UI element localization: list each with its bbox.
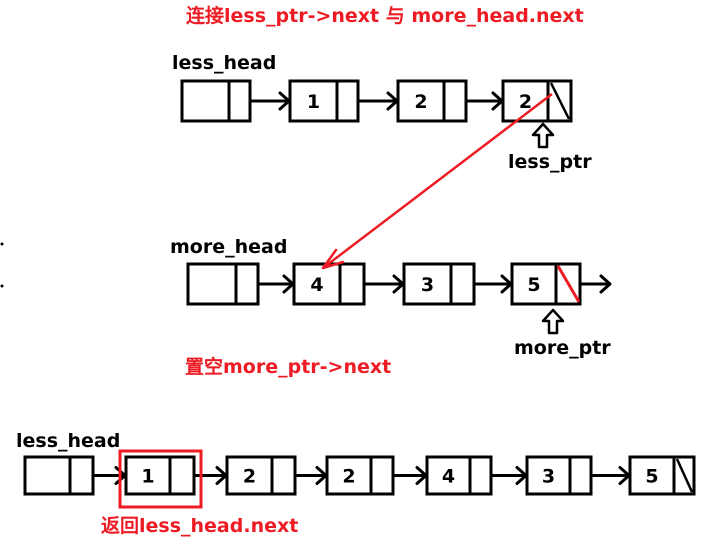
less-list-row: 1 2 2 <box>180 79 573 123</box>
node-value: 4 <box>442 466 455 488</box>
node-box <box>23 455 95 496</box>
node-box <box>402 262 476 306</box>
more-head-label: more_head <box>170 236 287 258</box>
connect-arrowhead-icon <box>321 248 345 270</box>
list-node: 2 <box>225 455 328 496</box>
list-node: 4 <box>425 455 528 496</box>
less-ptr-arrow-icon <box>531 122 555 149</box>
arrowhead-icon <box>599 274 612 294</box>
node-box <box>525 455 593 496</box>
less-ptr-label: less_ptr <box>508 151 592 173</box>
edge-mark <box>0 242 4 246</box>
node-value: 4 <box>310 274 323 296</box>
connect-arrow-line <box>322 93 553 269</box>
node-value: 3 <box>542 466 555 488</box>
list-node: 1 <box>288 79 399 123</box>
node-box <box>186 262 260 306</box>
caption-connect: 连接less_ptr->next 与 more_head.next <box>186 4 584 27</box>
node-value: 5 <box>527 274 540 296</box>
more-ptr-arrow-icon <box>541 308 565 335</box>
node-value: 2 <box>243 466 256 488</box>
node-value: 5 <box>645 466 658 488</box>
edge-mark <box>0 284 4 288</box>
head-node <box>186 262 295 306</box>
list-node: 3 <box>525 455 631 496</box>
head-node <box>180 79 291 123</box>
list-node: 3 <box>402 262 513 306</box>
node-box <box>180 79 252 123</box>
more-ptr-label: more_ptr <box>514 337 611 359</box>
list-node: 2 <box>396 79 504 123</box>
list-node: 2 <box>501 79 573 123</box>
null-slash <box>549 82 571 120</box>
node-value: 2 <box>519 91 532 113</box>
more-list-row: 4 3 5 <box>186 262 612 306</box>
less-head-label: less_head <box>172 52 276 74</box>
node-value: 2 <box>342 466 355 488</box>
node-value: 3 <box>421 274 434 296</box>
head-node <box>23 455 127 496</box>
node-value: 1 <box>141 466 154 488</box>
node-box <box>292 262 366 306</box>
null-slash-red <box>556 265 581 303</box>
merged-head-label: less_head <box>16 430 120 452</box>
node-box <box>325 455 395 496</box>
node-box <box>124 455 196 496</box>
node-box <box>225 455 297 496</box>
node-box <box>288 79 360 123</box>
list-node: 5 <box>510 262 612 306</box>
list-node: 2 <box>325 455 428 496</box>
node-value: 1 <box>307 91 320 113</box>
caption-return: 返回less_head.next <box>101 515 298 537</box>
merged-list-row: 1 2 2 4 3 5 <box>23 455 696 496</box>
node-value: 2 <box>414 91 427 113</box>
return-highlight-box <box>118 449 203 509</box>
null-slash <box>675 458 694 493</box>
list-node: 4 <box>292 262 405 306</box>
list-node: 1 <box>124 455 228 496</box>
node-box <box>396 79 468 123</box>
caption-clear-next: 置空more_ptr->next <box>185 355 391 378</box>
list-node: 5 <box>628 455 696 496</box>
node-box <box>425 455 493 496</box>
